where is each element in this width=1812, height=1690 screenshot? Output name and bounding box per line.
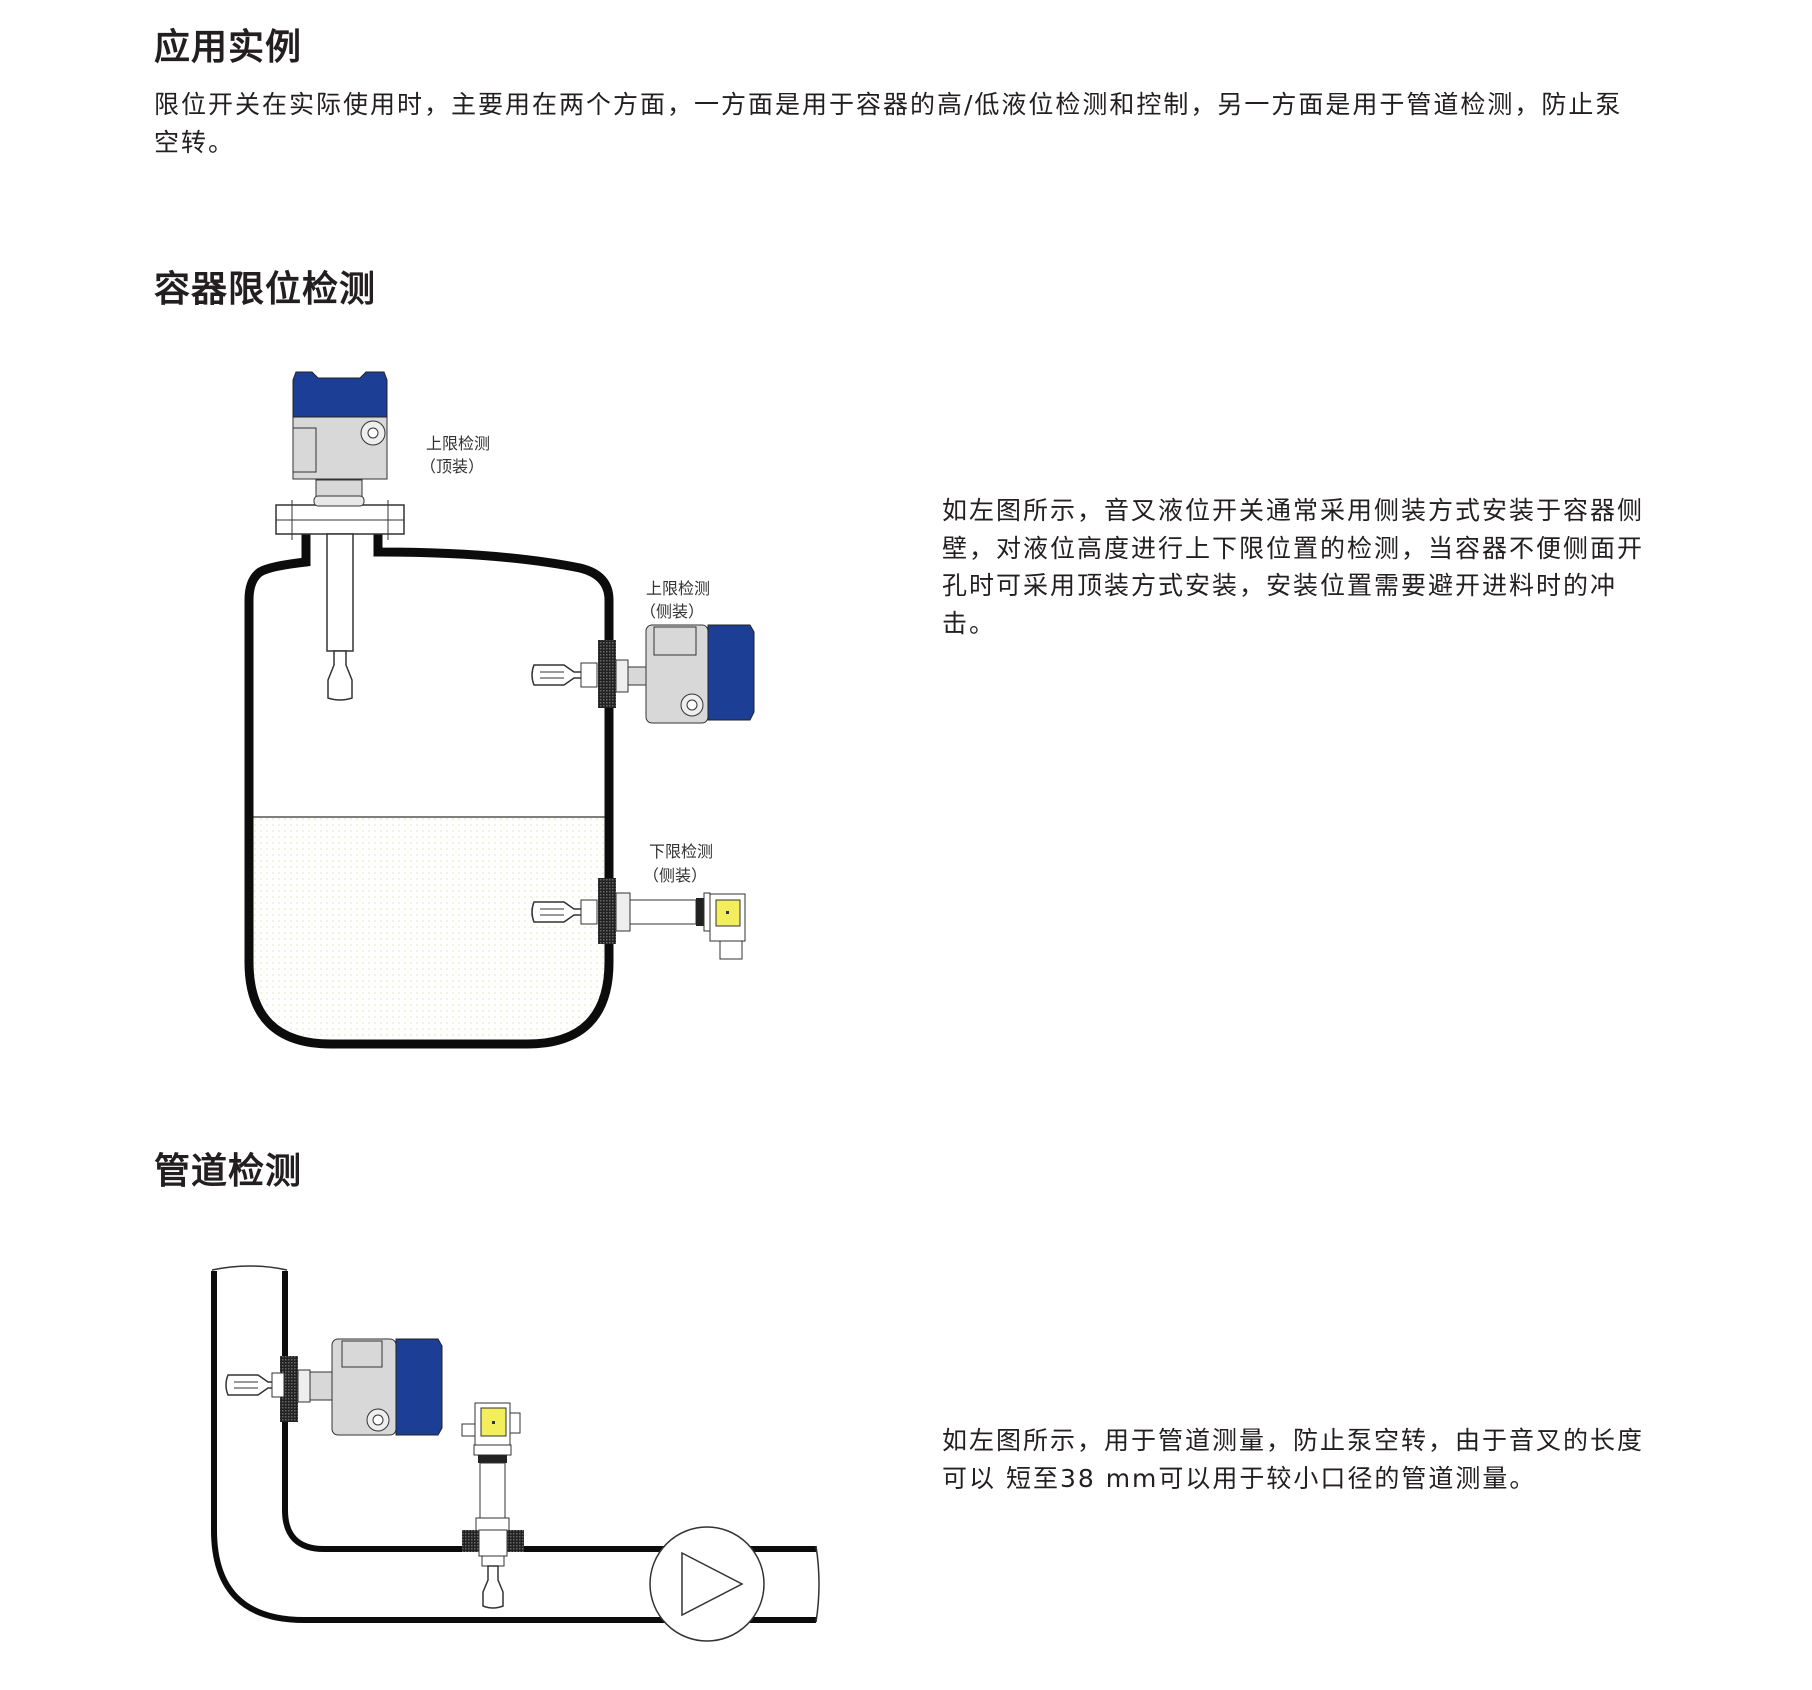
tank-wall bbox=[244, 534, 614, 1049]
pipe-side-switch bbox=[225, 1338, 443, 1436]
side-mounted-lower-switch: 下限检测 （侧装） bbox=[531, 842, 746, 960]
label-top-mount-line1: 上限检测 bbox=[426, 434, 490, 453]
side-mounted-upper-switch: 上限检测 （侧装） bbox=[531, 579, 755, 724]
label-side-lower-line1: 下限检测 bbox=[649, 842, 713, 861]
paragraph-line: 如左图所示，用于管道测量，防止泵空转，由于音叉的长度 bbox=[942, 1426, 1645, 1455]
label-top-mount-line2: （顶装） bbox=[420, 457, 484, 476]
pipe-paragraph: 如左图所示，用于管道测量，防止泵空转，由于音叉的长度 可以 短至38 mm可以用… bbox=[942, 1422, 1644, 1497]
paragraph-line: 壁，对液位高度进行上下限位置的检测，当容器不便侧面开 bbox=[942, 533, 1645, 563]
tank-diagram: 上限检测 （顶装） 上限检测 （侧装） bbox=[244, 371, 755, 1049]
section-title-application: 应用实例 bbox=[154, 27, 303, 68]
section-title-tank: 容器限位检测 bbox=[154, 269, 377, 310]
label-side-lower-line2: （侧装） bbox=[643, 866, 707, 885]
pipe-diagram bbox=[211, 1265, 820, 1642]
paragraph-line: 击。 bbox=[942, 608, 997, 638]
label-side-upper-line2: （侧装） bbox=[640, 602, 704, 621]
application-paragraph: 限位开关在实际使用时，主要用在两个方面，一方面是用于容器的高/低液位检测和控制，… bbox=[154, 86, 1622, 161]
liquid bbox=[251, 817, 607, 1040]
paragraph-line: 可以 短至38 mm可以用于较小口径的管道测量。 bbox=[942, 1463, 1537, 1493]
pipe-inner-wall bbox=[282, 1271, 816, 1552]
paragraph-line: 孔时可采用顶装方式安装，安装位置需要避开进料时的冲 bbox=[942, 571, 1618, 600]
pump-symbol bbox=[649, 1526, 765, 1642]
tank-paragraph: 如左图所示，音叉液位开关通常采用侧装方式安装于容器侧 壁，对液位高度进行上下限位… bbox=[942, 492, 1644, 642]
pipe-top-switch bbox=[461, 1402, 524, 1609]
top-mounted-level-switch: 上限检测 （顶装） bbox=[275, 371, 490, 701]
paragraph-line: 如左图所示，音叉液位开关通常采用侧装方式安装于容器侧 bbox=[942, 496, 1645, 525]
pipe-outer-wall bbox=[211, 1271, 816, 1623]
section-title-pipe: 管道检测 bbox=[154, 1151, 303, 1192]
paragraph-line: 空转。 bbox=[154, 127, 236, 157]
paragraph-line: 限位开关在实际使用时，主要用在两个方面，一方面是用于容器的高/低液位检测和控制，… bbox=[154, 90, 1623, 119]
label-side-upper-line1: 上限检测 bbox=[646, 579, 710, 598]
